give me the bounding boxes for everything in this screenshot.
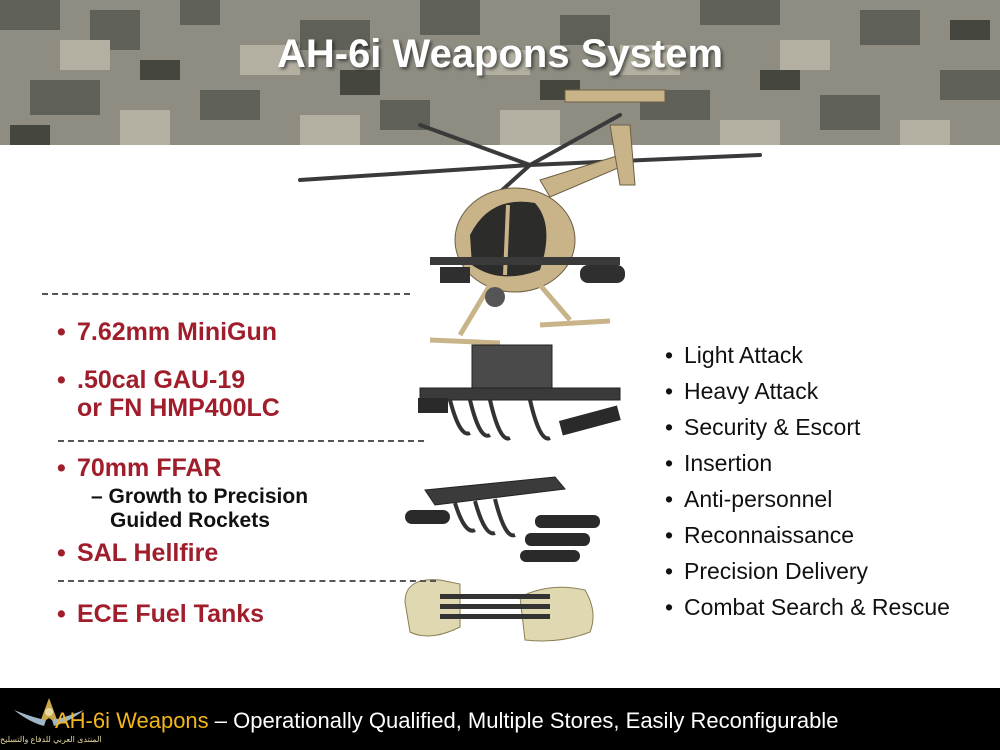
- forum-logo-icon: [14, 698, 84, 726]
- mission-light-attack: Light Attack: [684, 342, 803, 368]
- list-item: •Combat Search & Rescue: [665, 594, 950, 620]
- footer-text: AH-6i Weapons – Operationally Qualified,…: [55, 708, 838, 734]
- logo-caption: المنتدى العربي للدفاع والتسليح: [0, 735, 102, 744]
- bullet-fuel-tanks: •ECE Fuel Tanks: [57, 600, 265, 628]
- footer-rest: – Operationally Qualified, Multiple Stor…: [208, 708, 839, 733]
- footer-highlight: AH-6i Weapons: [55, 708, 209, 733]
- footer-bar: المنتدى العربي للدفاع والتسليح AH-6i Wea…: [0, 688, 1000, 750]
- mission-anti-personnel: Anti-personnel: [684, 486, 833, 512]
- separator-line: [42, 293, 410, 295]
- rocket-launcher-image: [405, 476, 600, 562]
- bullet-ffar: •70mm FFAR: [57, 454, 222, 482]
- list-item: •Insertion: [665, 450, 773, 476]
- sub-bullet-line1: Growth to Precision: [108, 485, 309, 508]
- page-title: AH-6i Weapons System: [276, 32, 724, 76]
- bullet-minigun-label: 7.62mm MiniGun: [77, 318, 278, 346]
- sub-bullet-line2: Guided Rockets: [110, 509, 270, 532]
- sub-bullet-precision: – Growth to Precision: [91, 485, 309, 508]
- camouflage-header: AH-6i Weapons System: [0, 0, 1000, 145]
- list-item: •Heavy Attack: [665, 378, 819, 404]
- camouflage-pattern: [0, 0, 1000, 145]
- mission-precision-delivery: Precision Delivery: [684, 558, 869, 584]
- list-item: •Anti-personnel: [665, 486, 833, 512]
- mission-heavy-attack: Heavy Attack: [684, 378, 819, 404]
- bullet-gau19: •.50cal GAU-19: [57, 366, 246, 394]
- list-item: •Precision Delivery: [665, 558, 869, 584]
- fuel-tanks-image: [404, 579, 594, 642]
- helicopter-image: [298, 89, 762, 345]
- mission-reconnaissance: Reconnaissance: [684, 522, 855, 548]
- bullet-minigun: •7.62mm MiniGun: [57, 318, 278, 346]
- list-item: •Security & Escort: [665, 414, 861, 440]
- list-item: •Light Attack: [665, 342, 803, 368]
- separator-line: [58, 580, 436, 582]
- bullet-hellfire: •SAL Hellfire: [57, 539, 219, 567]
- minigun-pod-image: [418, 344, 621, 441]
- bullet-fuel-label: ECE Fuel Tanks: [77, 600, 265, 628]
- mission-csar: Combat Search & Rescue: [684, 594, 950, 620]
- bullet-gau19-line1: .50cal GAU-19: [77, 366, 246, 394]
- list-item: •Reconnaissance: [665, 522, 855, 548]
- bullet-gau19-line2: or FN HMP400LC: [77, 394, 280, 422]
- mission-security-escort: Security & Escort: [684, 414, 861, 440]
- bullet-ffar-label: 70mm FFAR: [77, 454, 222, 482]
- mission-list: •Light Attack •Heavy Attack •Security & …: [665, 340, 950, 628]
- bullet-hellfire-label: SAL Hellfire: [77, 539, 219, 567]
- mission-insertion: Insertion: [684, 450, 773, 476]
- separator-line: [58, 440, 424, 442]
